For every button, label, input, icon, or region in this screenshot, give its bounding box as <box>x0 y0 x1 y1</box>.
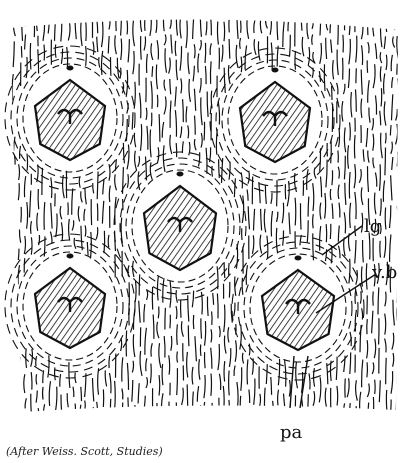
leaf-gap-dot <box>177 172 184 177</box>
leaf-scar-lower-left <box>35 268 105 348</box>
label-lg: lg <box>364 216 381 237</box>
leaf-scar-center <box>144 186 216 270</box>
leader-line-pa-2 <box>300 356 308 408</box>
leaf-scar-upper-left <box>35 80 105 160</box>
label-vb: v.b <box>371 262 397 283</box>
leaf-gap-dot <box>67 254 74 259</box>
leaf-scars <box>35 66 334 351</box>
leaf-scar-lower-right <box>262 270 334 350</box>
label-pa: pa <box>280 422 303 443</box>
figure-caption: (After Weiss. Scott, Studies) <box>6 445 163 458</box>
leaf-gap-dot <box>272 68 279 73</box>
leaf-gap-dot <box>67 66 74 71</box>
leader-line-pa-1 <box>290 356 294 408</box>
leaf-gap-dot <box>295 256 302 261</box>
leaf-scar-upper-right <box>240 82 310 162</box>
